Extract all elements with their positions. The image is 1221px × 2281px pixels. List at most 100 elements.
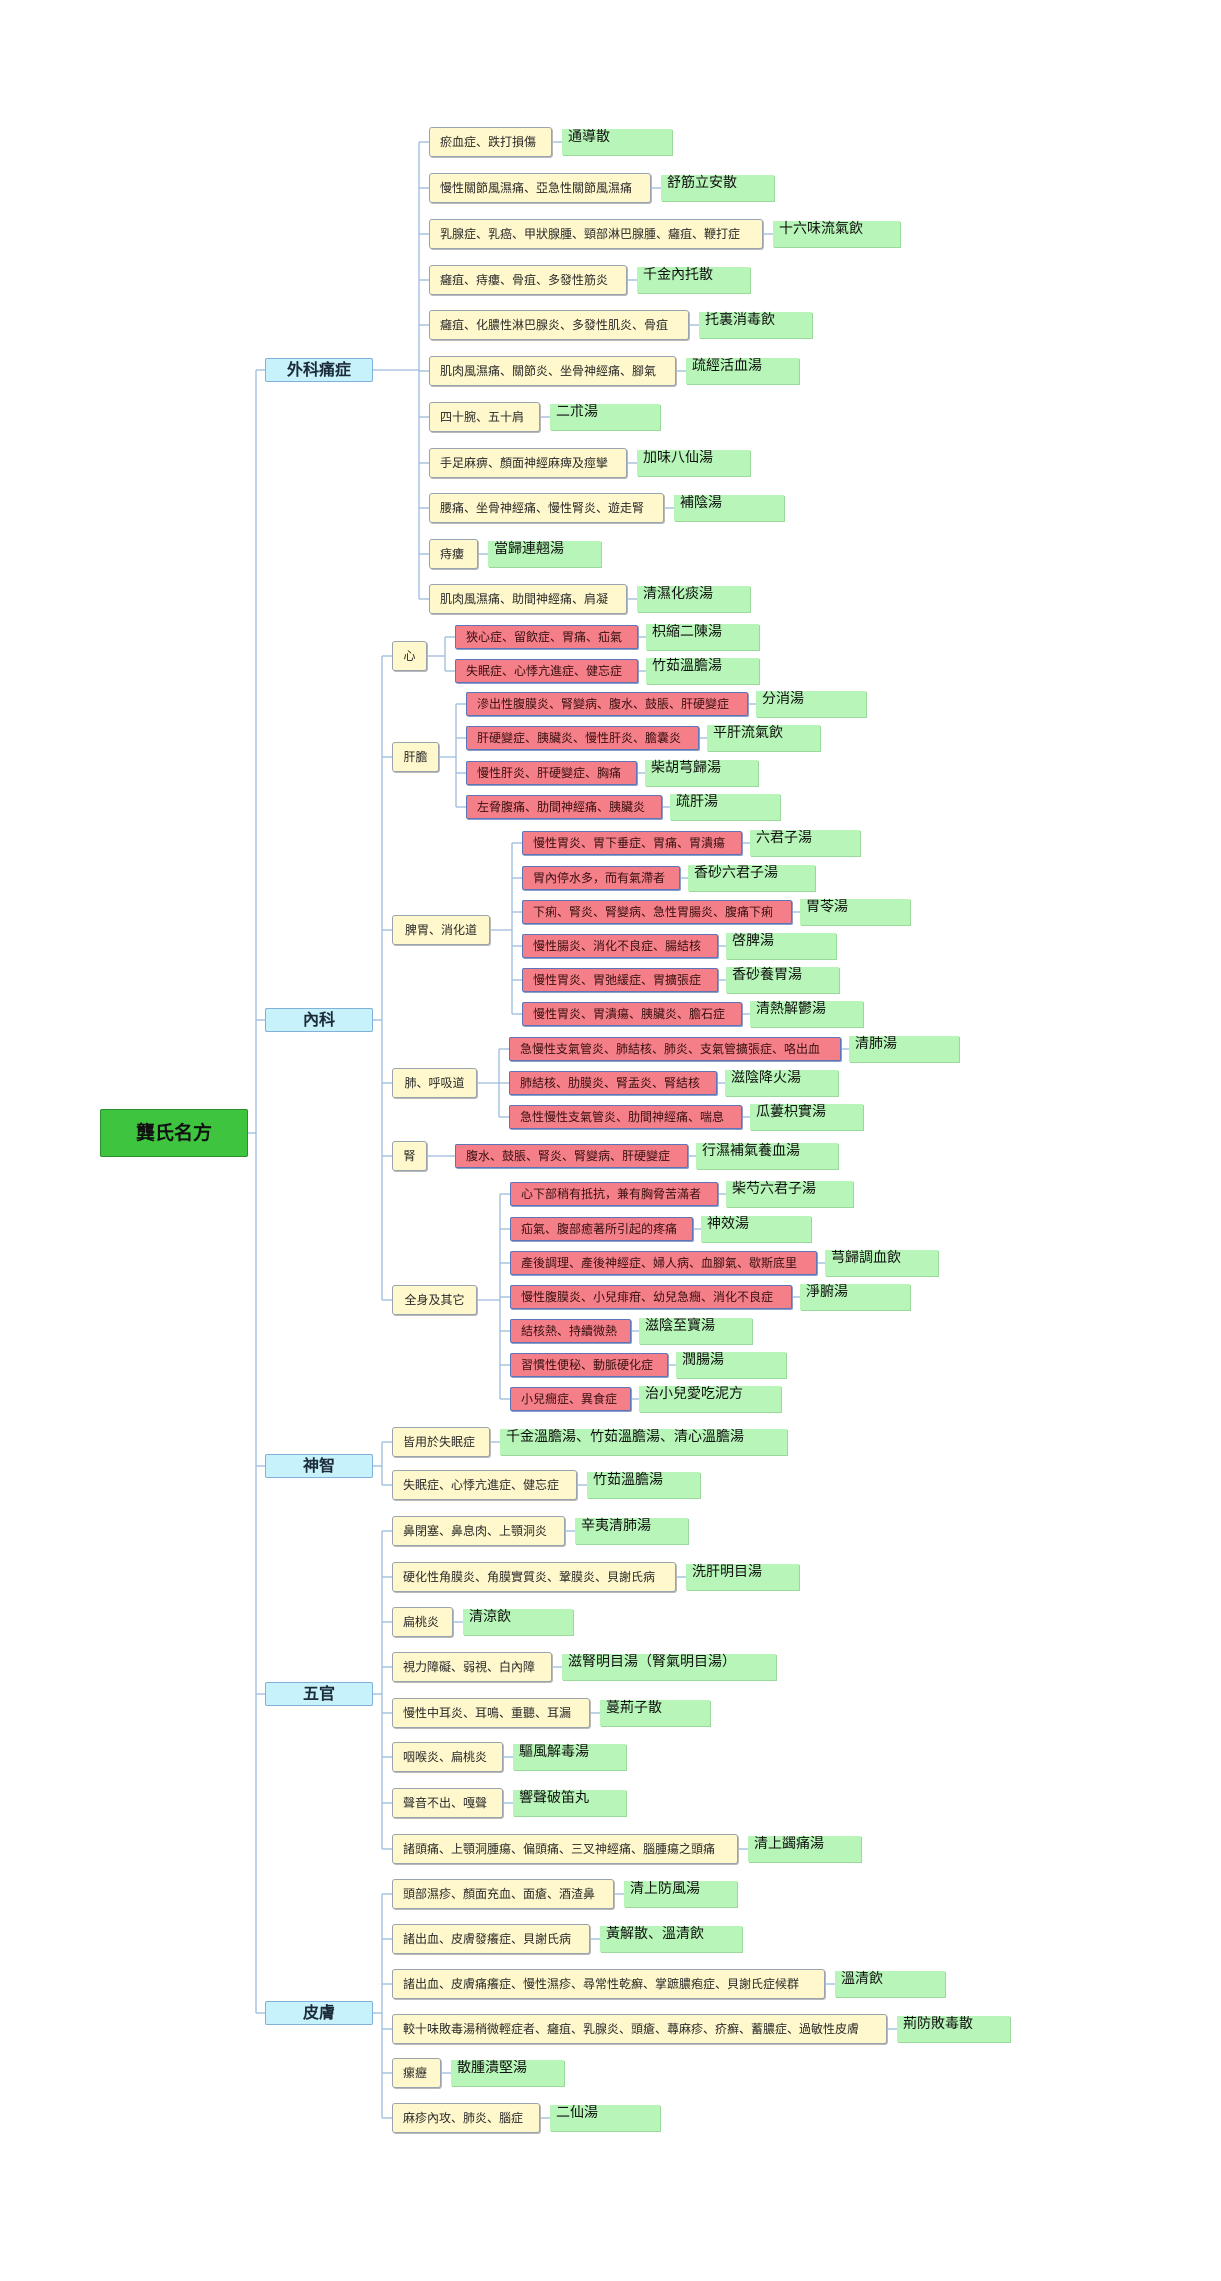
- organ-group[interactable]: 肝膽: [392, 742, 439, 772]
- symptom-node[interactable]: 習慣性便秘、動脈硬化症: [510, 1353, 668, 1377]
- formula-node[interactable]: 疏肝湯: [670, 794, 780, 820]
- formula-node[interactable]: 二仙湯: [550, 2105, 660, 2131]
- formula-node[interactable]: 補陰湯: [674, 495, 784, 521]
- formula-node[interactable]: 啓脾湯: [726, 933, 836, 959]
- formula-node[interactable]: 黃解散、溫清飲: [600, 1926, 742, 1952]
- symptom-node[interactable]: 慢性胃炎、胃弛緩症、胃擴張症: [522, 968, 718, 992]
- formula-node[interactable]: 辛夷清肺湯: [575, 1518, 688, 1544]
- symptom-node[interactable]: 麻疹內攻、肺炎、腦症: [392, 2103, 540, 2133]
- symptom-node[interactable]: 左脅腹痛、肋間神經痛、胰臟炎: [466, 795, 662, 819]
- symptom-node[interactable]: 下痢、腎炎、腎變病、急性胃腸炎、腹痛下痢: [522, 900, 792, 924]
- formula-node[interactable]: 分消湯: [756, 691, 866, 717]
- symptom-node[interactable]: 慢性胃炎、胃下垂症、胃痛、胃潰瘍: [522, 831, 742, 855]
- formula-node[interactable]: 蔓荊子散: [600, 1700, 710, 1726]
- formula-node[interactable]: 枳縮二陳湯: [646, 624, 759, 650]
- formula-node[interactable]: 滋陰降火湯: [725, 1070, 838, 1096]
- symptom-node[interactable]: 四十腕、五十肩: [429, 402, 540, 432]
- symptom-node[interactable]: 聲音不出、嘎聲: [392, 1788, 503, 1818]
- formula-node[interactable]: 柴芍六君子湯: [726, 1181, 853, 1207]
- symptom-node[interactable]: 失眠症、心悸亢進症、健忘症: [455, 659, 638, 683]
- formula-node[interactable]: 瓜蔞枳實湯: [750, 1104, 863, 1130]
- symptom-node[interactable]: 胃內停水多，而有氣滯者: [522, 866, 680, 890]
- root-node[interactable]: 龔氏名方: [100, 1109, 248, 1157]
- symptom-node[interactable]: 疝氣、腹部癒著所引起的疼痛: [510, 1217, 693, 1241]
- formula-node[interactable]: 溫清飲: [835, 1971, 945, 1997]
- symptom-node[interactable]: 癰疽、化膿性淋巴腺炎、多發性肌炎、骨疽: [429, 310, 689, 340]
- organ-group[interactable]: 心: [392, 641, 427, 671]
- symptom-node[interactable]: 手足麻痹、顏面神經麻痺及痙攣: [429, 448, 627, 478]
- symptom-node[interactable]: 肝硬變症、胰臟炎、慢性肝炎、膽囊炎: [466, 726, 699, 750]
- formula-node[interactable]: 胃苓湯: [800, 899, 910, 925]
- formula-node[interactable]: 洗肝明目湯: [686, 1564, 799, 1590]
- organ-group[interactable]: 肺、呼吸道: [392, 1068, 477, 1098]
- formula-node[interactable]: 柴胡芎歸湯: [645, 760, 758, 786]
- organ-group[interactable]: 脾胃、消化道: [392, 915, 490, 945]
- formula-node[interactable]: 加味八仙湯: [637, 450, 750, 476]
- symptom-node[interactable]: 急慢性支氣管炎、肺結核、肺炎、支氣管擴張症、咯出血: [509, 1037, 841, 1061]
- formula-node[interactable]: 清上防風湯: [624, 1881, 737, 1907]
- symptom-node[interactable]: 肺結核、肋膜炎、腎盂炎、腎結核: [509, 1071, 717, 1095]
- symptom-node[interactable]: 慢性腹膜炎、小兒痱疳、幼兒急癇、消化不良症: [510, 1285, 792, 1309]
- organ-group[interactable]: 腎: [392, 1141, 427, 1171]
- formula-node[interactable]: 滋陰至寶湯: [639, 1318, 752, 1344]
- symptom-node[interactable]: 慢性肝炎、肝硬變症、胸痛: [466, 761, 637, 785]
- formula-node[interactable]: 托裏消毒飲: [699, 312, 812, 338]
- formula-node[interactable]: 治小兒愛吃泥方: [639, 1386, 781, 1412]
- formula-node[interactable]: 清肺湯: [849, 1036, 959, 1062]
- category-4[interactable]: 五官: [265, 1682, 373, 1706]
- symptom-node[interactable]: 肌肉風濕痛、助間神經痛、肩凝: [429, 584, 627, 614]
- category-3[interactable]: 神智: [265, 1454, 373, 1478]
- formula-node[interactable]: 驅風解毒湯: [513, 1744, 626, 1770]
- symptom-node[interactable]: 痔瘻: [429, 539, 478, 569]
- formula-node[interactable]: 竹茹溫膽湯: [646, 658, 759, 684]
- symptom-node[interactable]: 扁桃炎: [392, 1607, 453, 1637]
- symptom-node[interactable]: 小兒癇症、異食症: [510, 1387, 631, 1411]
- symptom-node[interactable]: 產後調理、產後神經症、婦人病、血腳氣、歇斯底里: [510, 1251, 817, 1275]
- formula-node[interactable]: 六君子湯: [750, 830, 860, 856]
- symptom-node[interactable]: 心下部稍有抵抗，兼有胸脅苦滿者: [510, 1182, 718, 1206]
- symptom-node[interactable]: 諸頭痛、上顎洞腫瘍、偏頭痛、三叉神經痛、腦腫瘍之頭痛: [392, 1834, 738, 1864]
- symptom-node[interactable]: 諸出血、皮膚痛癢症、慢性濕疹、尋常性乾癬、掌蹠膿疱症、貝謝氏症候群: [392, 1969, 825, 1999]
- formula-node[interactable]: 通導散: [562, 129, 672, 155]
- symptom-node[interactable]: 咽喉炎、扁桃炎: [392, 1742, 503, 1772]
- category-5[interactable]: 皮膚: [265, 2001, 373, 2025]
- formula-node[interactable]: 平肝流氣飲: [707, 725, 820, 751]
- symptom-node[interactable]: 瘀血症、跌打損傷: [429, 127, 552, 157]
- symptom-node[interactable]: 腰痛、坐骨神經痛、慢性腎炎、遊走腎: [429, 493, 664, 523]
- formula-node[interactable]: 舒筋立安散: [661, 175, 774, 201]
- symptom-node[interactable]: 慢性腸炎、消化不良症、腸結核: [522, 934, 718, 958]
- organ-group[interactable]: 全身及其它: [392, 1285, 477, 1315]
- formula-node[interactable]: 十六味流氣飲: [773, 221, 900, 247]
- symptom-node[interactable]: 較十味敗毒湯稍微輕症者、癰疽、乳腺炎、頭瘡、蕁麻疹、疥癬、蓄膿症、過敏性皮膚: [392, 2014, 887, 2044]
- symptom-node[interactable]: 急性慢性支氣管炎、肋間神經痛、喘息: [509, 1105, 742, 1129]
- formula-node[interactable]: 疏經活血湯: [686, 358, 799, 384]
- symptom-node[interactable]: 慢性關節風濕痛、亞急性關節風濕痛: [429, 173, 651, 203]
- category-1[interactable]: 外科痛症: [265, 358, 373, 382]
- symptom-node[interactable]: 視力障礙、弱視、白內障: [392, 1652, 552, 1682]
- symptom-node[interactable]: 結核熱、持續微熱: [510, 1319, 631, 1343]
- symptom-node[interactable]: 肌肉風濕痛、關節炎、坐骨神經痛、腳氣: [429, 356, 676, 386]
- symptom-node[interactable]: 硬化性角膜炎、角膜實質炎、鞏膜炎、貝謝氏病: [392, 1562, 676, 1592]
- formula-node[interactable]: 千金內托散: [637, 267, 750, 293]
- formula-node[interactable]: 芎歸調血飲: [825, 1250, 938, 1276]
- formula-node[interactable]: 滋腎明目湯（腎氣明目湯）: [562, 1654, 776, 1680]
- formula-node[interactable]: 當歸連翹湯: [488, 541, 601, 567]
- formula-node[interactable]: 潤腸湯: [676, 1352, 786, 1378]
- formula-node[interactable]: 二朮湯: [550, 404, 660, 430]
- formula-node[interactable]: 清濕化痰湯: [637, 586, 750, 612]
- symptom-node[interactable]: 鼻閉塞、鼻息肉、上顎洞炎: [392, 1516, 565, 1546]
- formula-node[interactable]: 響聲破笛丸: [513, 1790, 626, 1816]
- formula-node[interactable]: 竹茹溫膽湯: [587, 1472, 700, 1498]
- formula-node[interactable]: 清涼飲: [463, 1609, 573, 1635]
- symptom-node[interactable]: 慢性中耳炎、耳鳴、重聽、耳漏: [392, 1698, 590, 1728]
- symptom-node[interactable]: 失眠症、心悸亢進症、健忘症: [392, 1470, 577, 1500]
- formula-node[interactable]: 清熱解鬱湯: [750, 1001, 863, 1027]
- symptom-node[interactable]: 癰疽、痔瘻、骨疽、多發性筋炎: [429, 265, 627, 295]
- symptom-node[interactable]: 諸出血、皮膚發癢症、貝謝氏病: [392, 1924, 590, 1954]
- formula-node[interactable]: 千金溫膽湯、竹茹溫膽湯、清心溫膽湯: [500, 1429, 787, 1455]
- symptom-node[interactable]: 腹水、鼓脹、腎炎、腎變病、肝硬變症: [455, 1144, 688, 1168]
- formula-node[interactable]: 香砂養胃湯: [726, 967, 839, 993]
- symptom-node[interactable]: 皆用於失眠症: [392, 1427, 490, 1457]
- formula-node[interactable]: 散腫潰堅湯: [451, 2060, 564, 2086]
- symptom-node[interactable]: 瘰癧: [392, 2058, 441, 2088]
